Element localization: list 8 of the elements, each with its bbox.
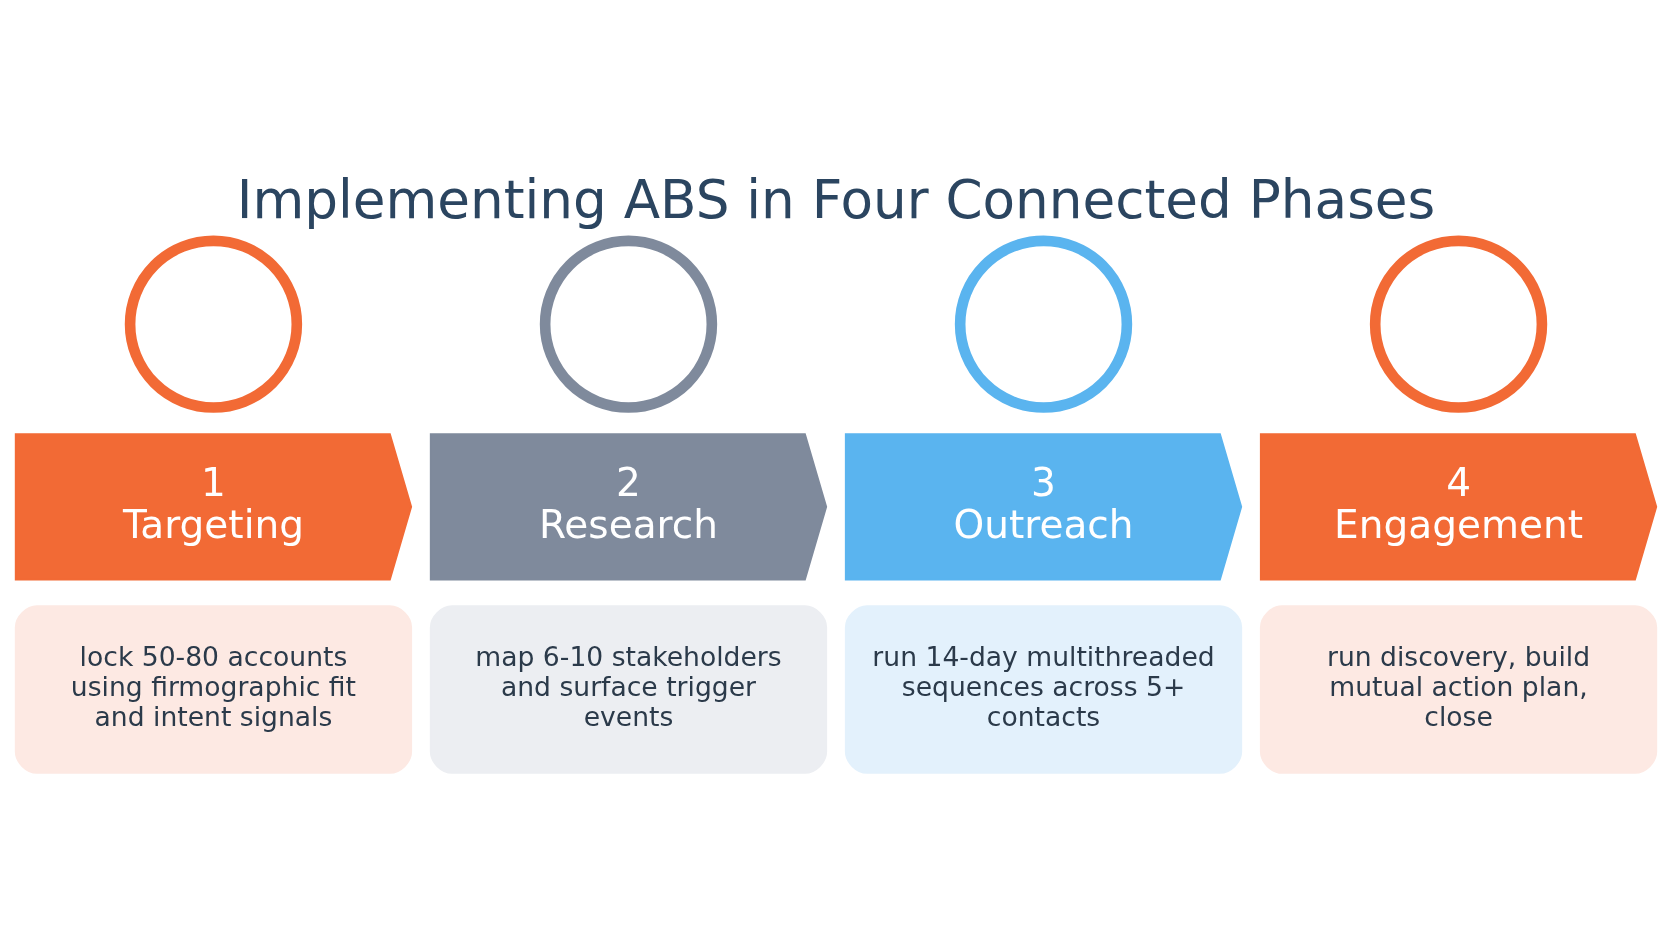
node-box: run 14-day multithreaded sequences across 5+ contacts [844, 605, 1243, 774]
node-circle [1369, 235, 1548, 413]
node-box: run discovery, build mutual action plan, close [1259, 605, 1658, 774]
node-circle [954, 235, 1133, 413]
node-circle [539, 235, 718, 413]
node-circle [124, 235, 303, 413]
diagram-title: Implementing ABS in Four Connected Phases [236, 168, 1436, 231]
node-box: lock 50-80 accounts using firmographic fit and intent signals [14, 605, 413, 774]
